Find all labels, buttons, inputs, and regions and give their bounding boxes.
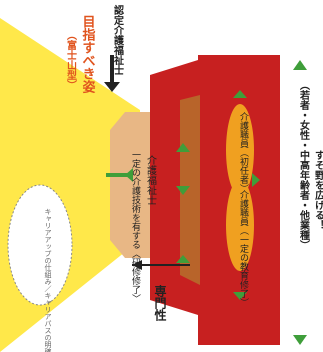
green-arrow-up-1 xyxy=(176,143,190,152)
oval-middle xyxy=(226,179,254,271)
green-arrow-down-2 xyxy=(233,292,247,300)
green-arrow-right xyxy=(252,173,260,187)
middle-section-role: 介護職員（一定の教育修了） xyxy=(238,190,249,307)
axis-arrow-head xyxy=(132,260,142,270)
right-band-up-arrow xyxy=(293,60,307,70)
top-down-arrow xyxy=(104,82,120,92)
cloud-text: キャリアアップの仕組み／キャリアパスの明確化 xyxy=(44,208,52,352)
green-arrow-down-1 xyxy=(176,186,190,195)
green-arrow-lower xyxy=(176,255,190,263)
goal-subtitle: （富士山型） xyxy=(65,30,78,90)
top-role: 認定介護福祉士 xyxy=(112,4,125,75)
oval-bottom xyxy=(226,104,254,196)
green-arrow-up-2 xyxy=(233,90,247,98)
top-section-note: 一定の介護技術を有する〈研修修了〉 xyxy=(130,150,141,303)
axis-label: 専門性 xyxy=(153,284,167,322)
top-section-role: 介護福祉士 xyxy=(145,155,157,205)
cloud xyxy=(7,184,73,306)
right-band-label: （若者・女性・中高年齢者・他業種） xyxy=(298,80,311,250)
bottom-section-role: 介護職員（初任者） xyxy=(238,112,249,193)
right-band-bottom: すそ野を広げる！ xyxy=(313,150,323,230)
brown-band xyxy=(180,95,200,285)
right-band-down-arrow xyxy=(293,335,307,345)
goal-title: 目指すべき姿 xyxy=(80,15,96,94)
